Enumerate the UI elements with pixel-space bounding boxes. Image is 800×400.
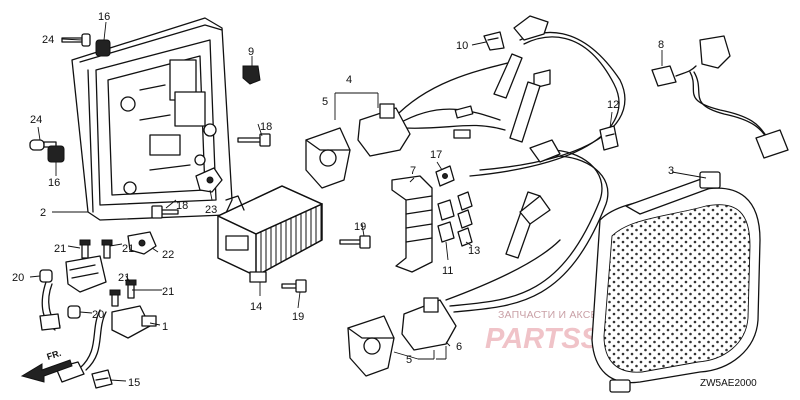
part-2-control-panel: [71, 17, 233, 221]
callout-19-right: 19: [354, 221, 366, 233]
part-3-cover: [591, 171, 761, 393]
callout-2: 2: [40, 207, 46, 219]
callout-1: 1: [162, 321, 168, 333]
part-23-clip: [195, 167, 223, 193]
callout-17: 17: [430, 149, 442, 161]
callout-12: 12: [607, 99, 619, 111]
callout-20-upper: 20: [12, 272, 24, 284]
part-8-harness: [651, 35, 789, 159]
callout-4: 4: [346, 74, 352, 86]
callout-numbers: 24 16 9 4 5 10 8 12 18 24 16 17 7 3 2 23…: [12, 11, 674, 389]
part-10-clip: [483, 31, 505, 51]
callout-8: 8: [658, 39, 664, 51]
callout-14: 14: [250, 301, 262, 313]
part-9-clip: [242, 65, 261, 85]
part-17-clip: [435, 165, 455, 187]
part-13-clips: [457, 191, 473, 247]
part-4-ignition-coil: [357, 15, 626, 177]
part-16-grommet-top: [95, 39, 111, 57]
part-5-mount-lower: [347, 315, 395, 377]
callout-15: 15: [128, 377, 140, 389]
part-18-bolt-lower: [151, 205, 179, 219]
callout-16-top: 16: [98, 11, 110, 23]
part-11-clips: [437, 199, 455, 243]
callout-13: 13: [468, 245, 480, 257]
callout-21-d: 21: [162, 286, 174, 298]
part-14-inverter-module: [217, 185, 323, 283]
part-21-screw-c: [109, 289, 121, 307]
part-24-screw-side: [29, 139, 57, 151]
callout-21-c: 21: [118, 272, 130, 284]
callout-3: 3: [668, 165, 674, 177]
callout-24-top: 24: [42, 34, 54, 46]
callout-22: 22: [162, 249, 174, 261]
front-direction-arrow: FR.: [20, 348, 73, 383]
leader-lines: [29, 21, 707, 382]
callout-5-lower: 5: [406, 354, 412, 366]
part-20-band-lower: [67, 305, 81, 319]
callout-19-lower: 19: [292, 311, 304, 323]
part-12-holder: [599, 125, 619, 151]
part-22-clamp: [127, 231, 157, 255]
callout-20-lower: 20: [92, 309, 104, 321]
callout-18-upper: 18: [260, 121, 272, 133]
part-5-mount-upper: [305, 127, 351, 189]
callout-7: 7: [410, 165, 416, 177]
callout-24-side: 24: [30, 114, 42, 126]
part-19-bolt-lower: [281, 279, 307, 293]
part-20-band-upper: [39, 269, 53, 283]
part-7-bracket: [391, 175, 433, 273]
part-16-grommet-side: [47, 145, 65, 163]
callout-10: 10: [456, 40, 468, 52]
part-21-screw-d: [125, 279, 137, 299]
part-15-clamp: [91, 369, 113, 389]
callout-5-upper: 5: [322, 96, 328, 108]
part-19-bolt-right: [339, 235, 371, 249]
part-18-bolt-upper: [237, 133, 271, 147]
callout-11: 11: [442, 265, 453, 277]
diagram-code: ZW5AE2000: [700, 378, 757, 389]
front-direction-label: FR.: [46, 348, 63, 362]
callout-16-side: 16: [48, 177, 60, 189]
callout-21-a: 21: [54, 243, 66, 255]
part-21-screw-b: [101, 239, 113, 259]
callout-23: 23: [205, 204, 217, 216]
callout-21-b: 21: [122, 243, 134, 255]
callout-6: 6: [456, 341, 462, 353]
callout-9: 9: [248, 46, 254, 58]
part-21-screw-a: [79, 239, 91, 259]
callout-18-lower: 18: [176, 200, 188, 212]
part-6-ignition-coil: [401, 139, 609, 351]
